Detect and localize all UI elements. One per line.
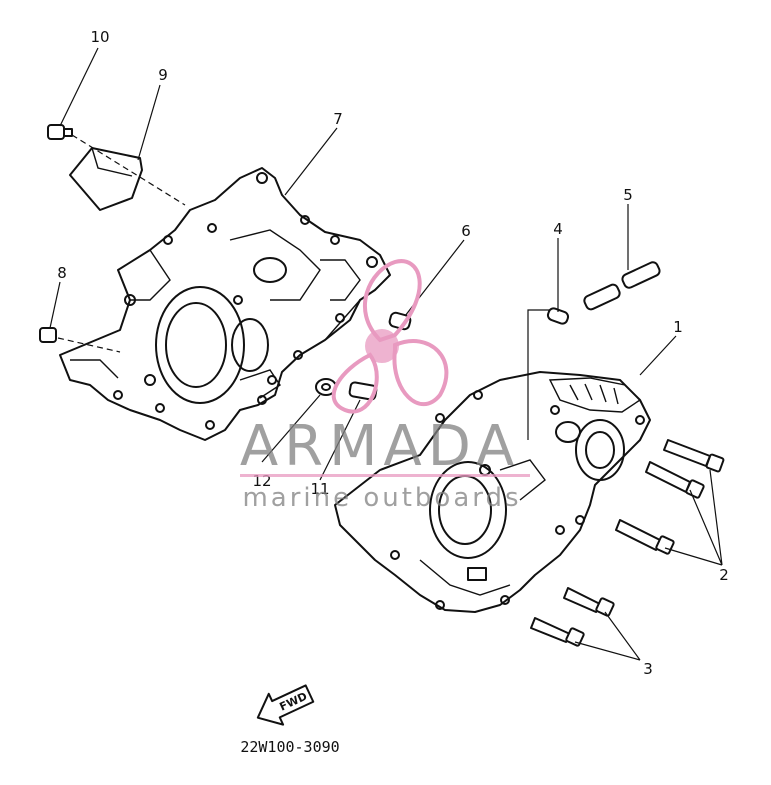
callout-10: 10 [90,28,109,46]
right-crankcase-half [334,371,651,613]
watermark-underline [240,474,530,477]
armada-watermark: ARMADA marine outboards [240,259,530,513]
callout-11: 11 [310,480,329,498]
callout-6: 6 [461,222,471,240]
callout-2: 2 [719,566,729,584]
propeller-logo-icon [331,259,449,414]
forward-arrow: FWD [256,684,315,726]
callout-3: 3 [643,660,653,678]
drawing-code: 22W100-3090 [240,738,339,756]
callout-4: 4 [553,220,563,238]
part-4-dowel [546,307,570,325]
part-8-plug [39,327,57,343]
callout-5: 5 [623,186,633,204]
callout-8: 8 [57,264,67,282]
part-3-bolts [530,587,615,647]
part-2-bolts [615,439,725,555]
watermark-tagline: marine outboards [242,483,521,513]
part-10-screw [47,124,73,140]
left-crankcase-half [59,167,391,441]
callout-1: 1 [673,318,683,336]
part-5-pins [583,261,661,311]
callout-7: 7 [333,110,343,128]
part-9-plate [69,147,143,211]
callout-9: 9 [158,66,168,84]
watermark-brand: ARMADA [240,414,520,479]
